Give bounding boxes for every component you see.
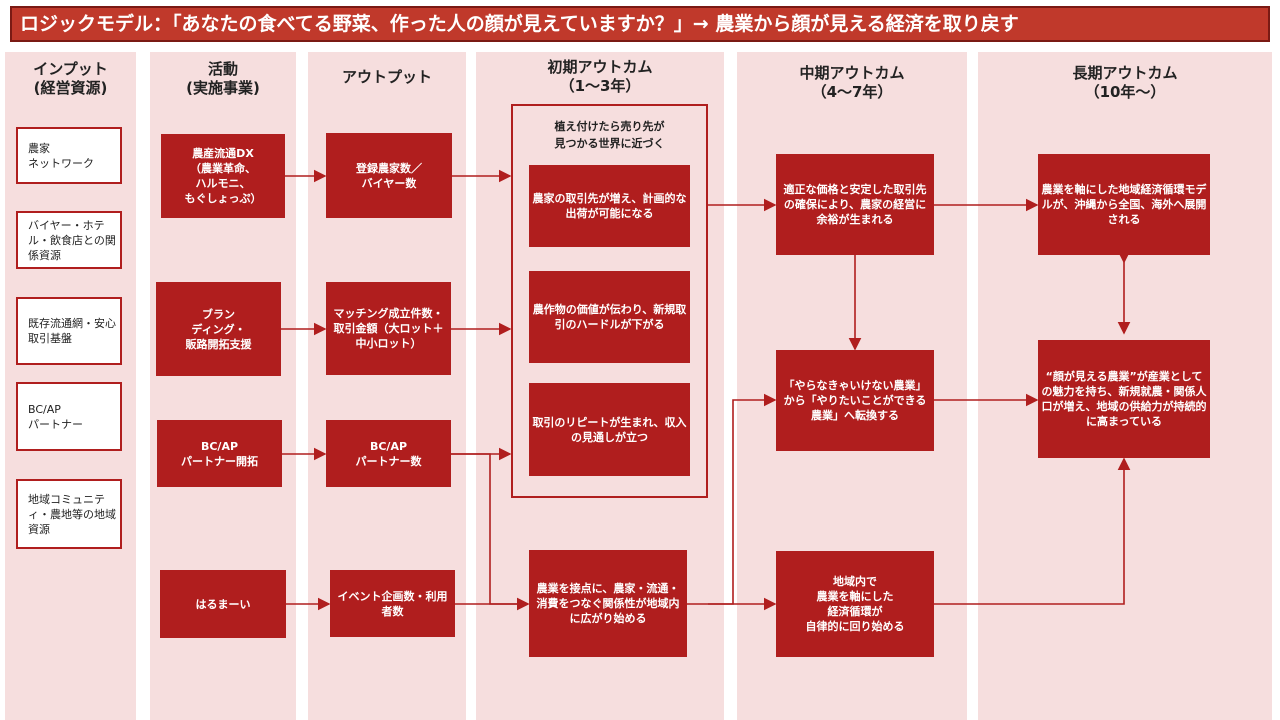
heading-initial-outcomes: 初期アウトカム （1〜3年）	[547, 58, 653, 95]
input-buyer-relations: バイヤー・ホテル・飲食店との関係資源	[16, 211, 122, 269]
input-farmer-network: 農家 ネットワーク	[16, 127, 122, 184]
initial-outcome-local-relations: 農業を接点に、農家・流通・消費をつなぐ関係性が地域内に広がり始める	[529, 550, 687, 657]
arrow-bcap-count-to-relations	[451, 453, 530, 611]
mid-outcome-stable-management: 適正な価格と安定した取引先の確保により、農家の経営に余裕が生まれる	[776, 154, 934, 255]
heading-mid-outcomes: 中期アウトカム （4〜7年）	[799, 64, 905, 101]
long-outcome-model-expansion: 農業を軸にした地域経済循環モデルが、沖縄から全国、海外へ展開される	[1038, 154, 1210, 255]
input-bcap-partner: BC/AP パートナー	[16, 382, 122, 451]
output-event-count: イベント企画数・利用者数	[330, 570, 455, 637]
activity-bcap-development: BC/AP パートナー開拓	[157, 420, 282, 487]
heading-inputs: インプット (経営資源)	[33, 60, 108, 97]
page-title: ロジックモデル：「あなたの食べてる野菜、作った人の顔が見えていますか？」→ 農業…	[10, 6, 1270, 42]
output-matching-count: マッチング成立件数・取引金額（大ロット＋中小ロット）	[326, 282, 451, 375]
output-bcap-count: BC/AP パートナー数	[326, 420, 451, 487]
output-registered-count: 登録農家数／ バイヤー数	[326, 133, 452, 218]
initial-outcome-group	[511, 104, 708, 498]
initial-outcome-value-conveyed: 農作物の価値が伝わり、新規取引のハードルが下がる	[529, 271, 690, 363]
heading-long-outcomes: 長期アウトカム （10年〜）	[1072, 64, 1178, 101]
mid-outcome-local-economy: 地域内で 農業を軸にした 経済循環が 自律的に回り始める	[776, 551, 934, 657]
initial-outcome-more-buyers: 農家の取引先が増え、計画的な出荷が可能になる	[529, 165, 690, 247]
heading-activities: 活動 (実施事業)	[186, 60, 260, 97]
activity-branding: ブラン ディング・ 販路開拓支援	[156, 282, 281, 376]
arrow-local-economy-to-visible	[934, 457, 1131, 605]
initial-outcome-repeat-deals: 取引のリピートが生まれ、収入の見通しが立つ	[529, 383, 690, 476]
input-community-resources: 地域コミュニティ・農地等の地域資源	[16, 479, 122, 549]
long-outcome-visible-agriculture: “顔が見える農業”が産業としての魅力を持ち、新規就農・関係人口が増え、地域の供給…	[1038, 340, 1210, 458]
heading-outputs: アウトプット	[341, 68, 432, 86]
initial-outcome-group-label: 植え付けたら売り先が 見つかる世界に近づく	[554, 120, 665, 150]
arrow-relations-to-desired	[708, 393, 777, 605]
input-distribution-network: 既存流通網・安心取引基盤	[16, 297, 122, 365]
activity-agri-dx: 農産流通DX （農業革命、 ハルモニ、 もぐしょっぷ）	[161, 134, 285, 218]
mid-outcome-desired-farming: 「やらなきゃいけない農業」から「やりたいことができる農業」へ転換する	[776, 350, 934, 451]
activity-harumai: はるまーい	[160, 570, 286, 638]
